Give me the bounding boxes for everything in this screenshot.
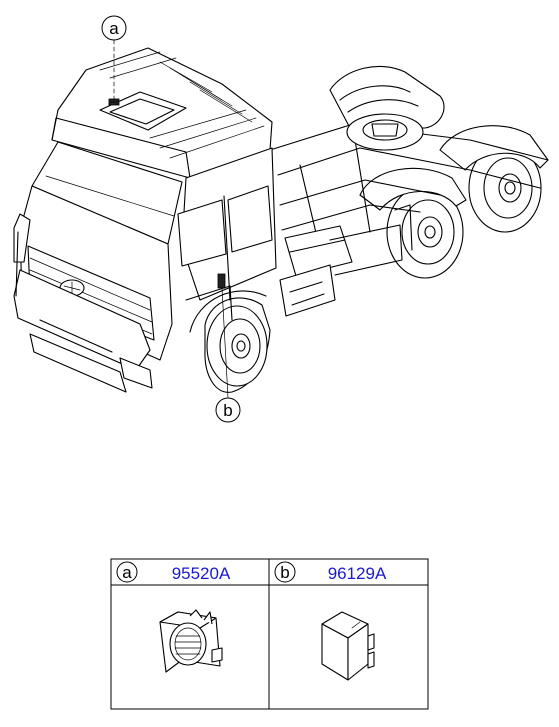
truck-cab <box>13 47 277 393</box>
callout-b-label: b <box>223 401 232 420</box>
callout-b: b <box>215 287 241 423</box>
truck-illustration <box>13 47 549 393</box>
part-a-speaker-image <box>159 609 223 673</box>
front-wheel <box>189 290 271 393</box>
parts-table: a 95520A b 96129A <box>110 558 429 710</box>
parts-table-letter-a: a <box>122 563 132 582</box>
part-number-a[interactable]: 95520A <box>172 564 231 583</box>
chassis-frame <box>269 113 549 317</box>
parts-table-header-a: a 95520A <box>116 561 231 583</box>
parts-table-letter-b: b <box>280 563 289 582</box>
callout-a-label: a <box>109 19 119 38</box>
parts-table-header-b: b 96129A <box>274 561 387 583</box>
part-b-relay-image <box>321 611 375 681</box>
callout-a: a <box>101 15 127 101</box>
part-number-b[interactable]: 96129A <box>328 564 387 583</box>
door-switch-location <box>217 273 226 289</box>
rear-wheels <box>329 65 549 279</box>
